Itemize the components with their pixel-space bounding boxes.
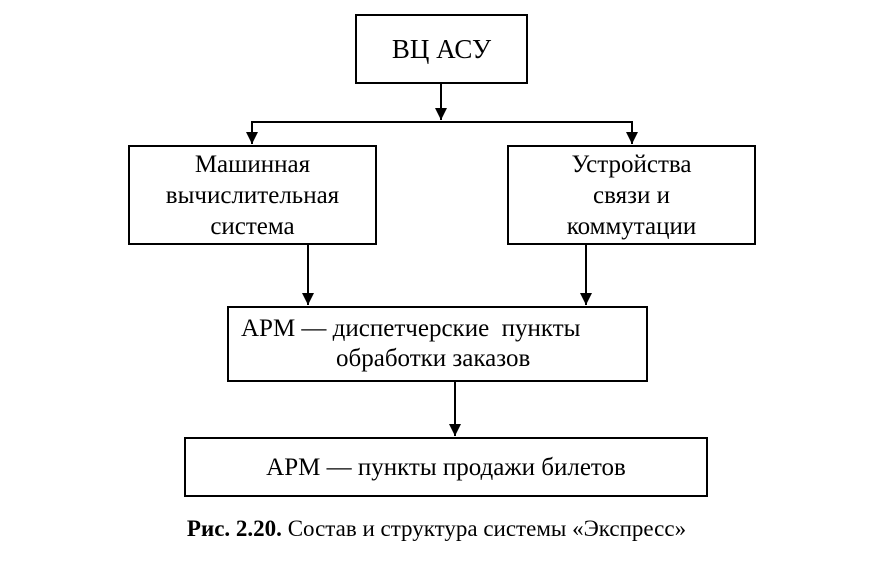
node-communication-devices-line-2: связи и — [593, 181, 670, 209]
node-computing-system-line-3: система — [210, 212, 295, 240]
node-arm-dispatch-points-line-1: АРМ — диспетчерские пункты — [241, 315, 581, 342]
node-computing-system-line-1: Машинная — [194, 150, 311, 178]
node-vc-asu-label: ВЦ АСУ — [391, 33, 492, 64]
node-vc-asu: ВЦ АСУ — [355, 14, 528, 84]
node-arm-dispatch-points-line-2: обработки заказов — [336, 345, 531, 372]
figure-caption-number: Рис. 2.20. — [186, 516, 282, 541]
node-computing-system-line-2: вычислительная — [165, 181, 340, 209]
node-arm-ticket-sales-label: АРМ — пункты продажи билетов — [266, 453, 626, 481]
node-communication-devices: Устройства связи и коммутации — [507, 145, 756, 245]
node-communication-devices-line-3: коммутации — [566, 212, 697, 240]
node-communication-devices-line-1: Устройства — [571, 150, 692, 178]
figure-caption-text: Состав и структура системы «Экспресс» — [287, 516, 687, 541]
node-computing-system: Машинная вычислительная система — [128, 145, 377, 245]
node-arm-dispatch-points: АРМ — диспетчерские пункты обработки зак… — [227, 306, 648, 382]
figure-caption: Рис. 2.20. Состав и структура системы «Э… — [0, 514, 873, 544]
node-arm-ticket-sales: АРМ — пункты продажи билетов — [184, 437, 708, 497]
